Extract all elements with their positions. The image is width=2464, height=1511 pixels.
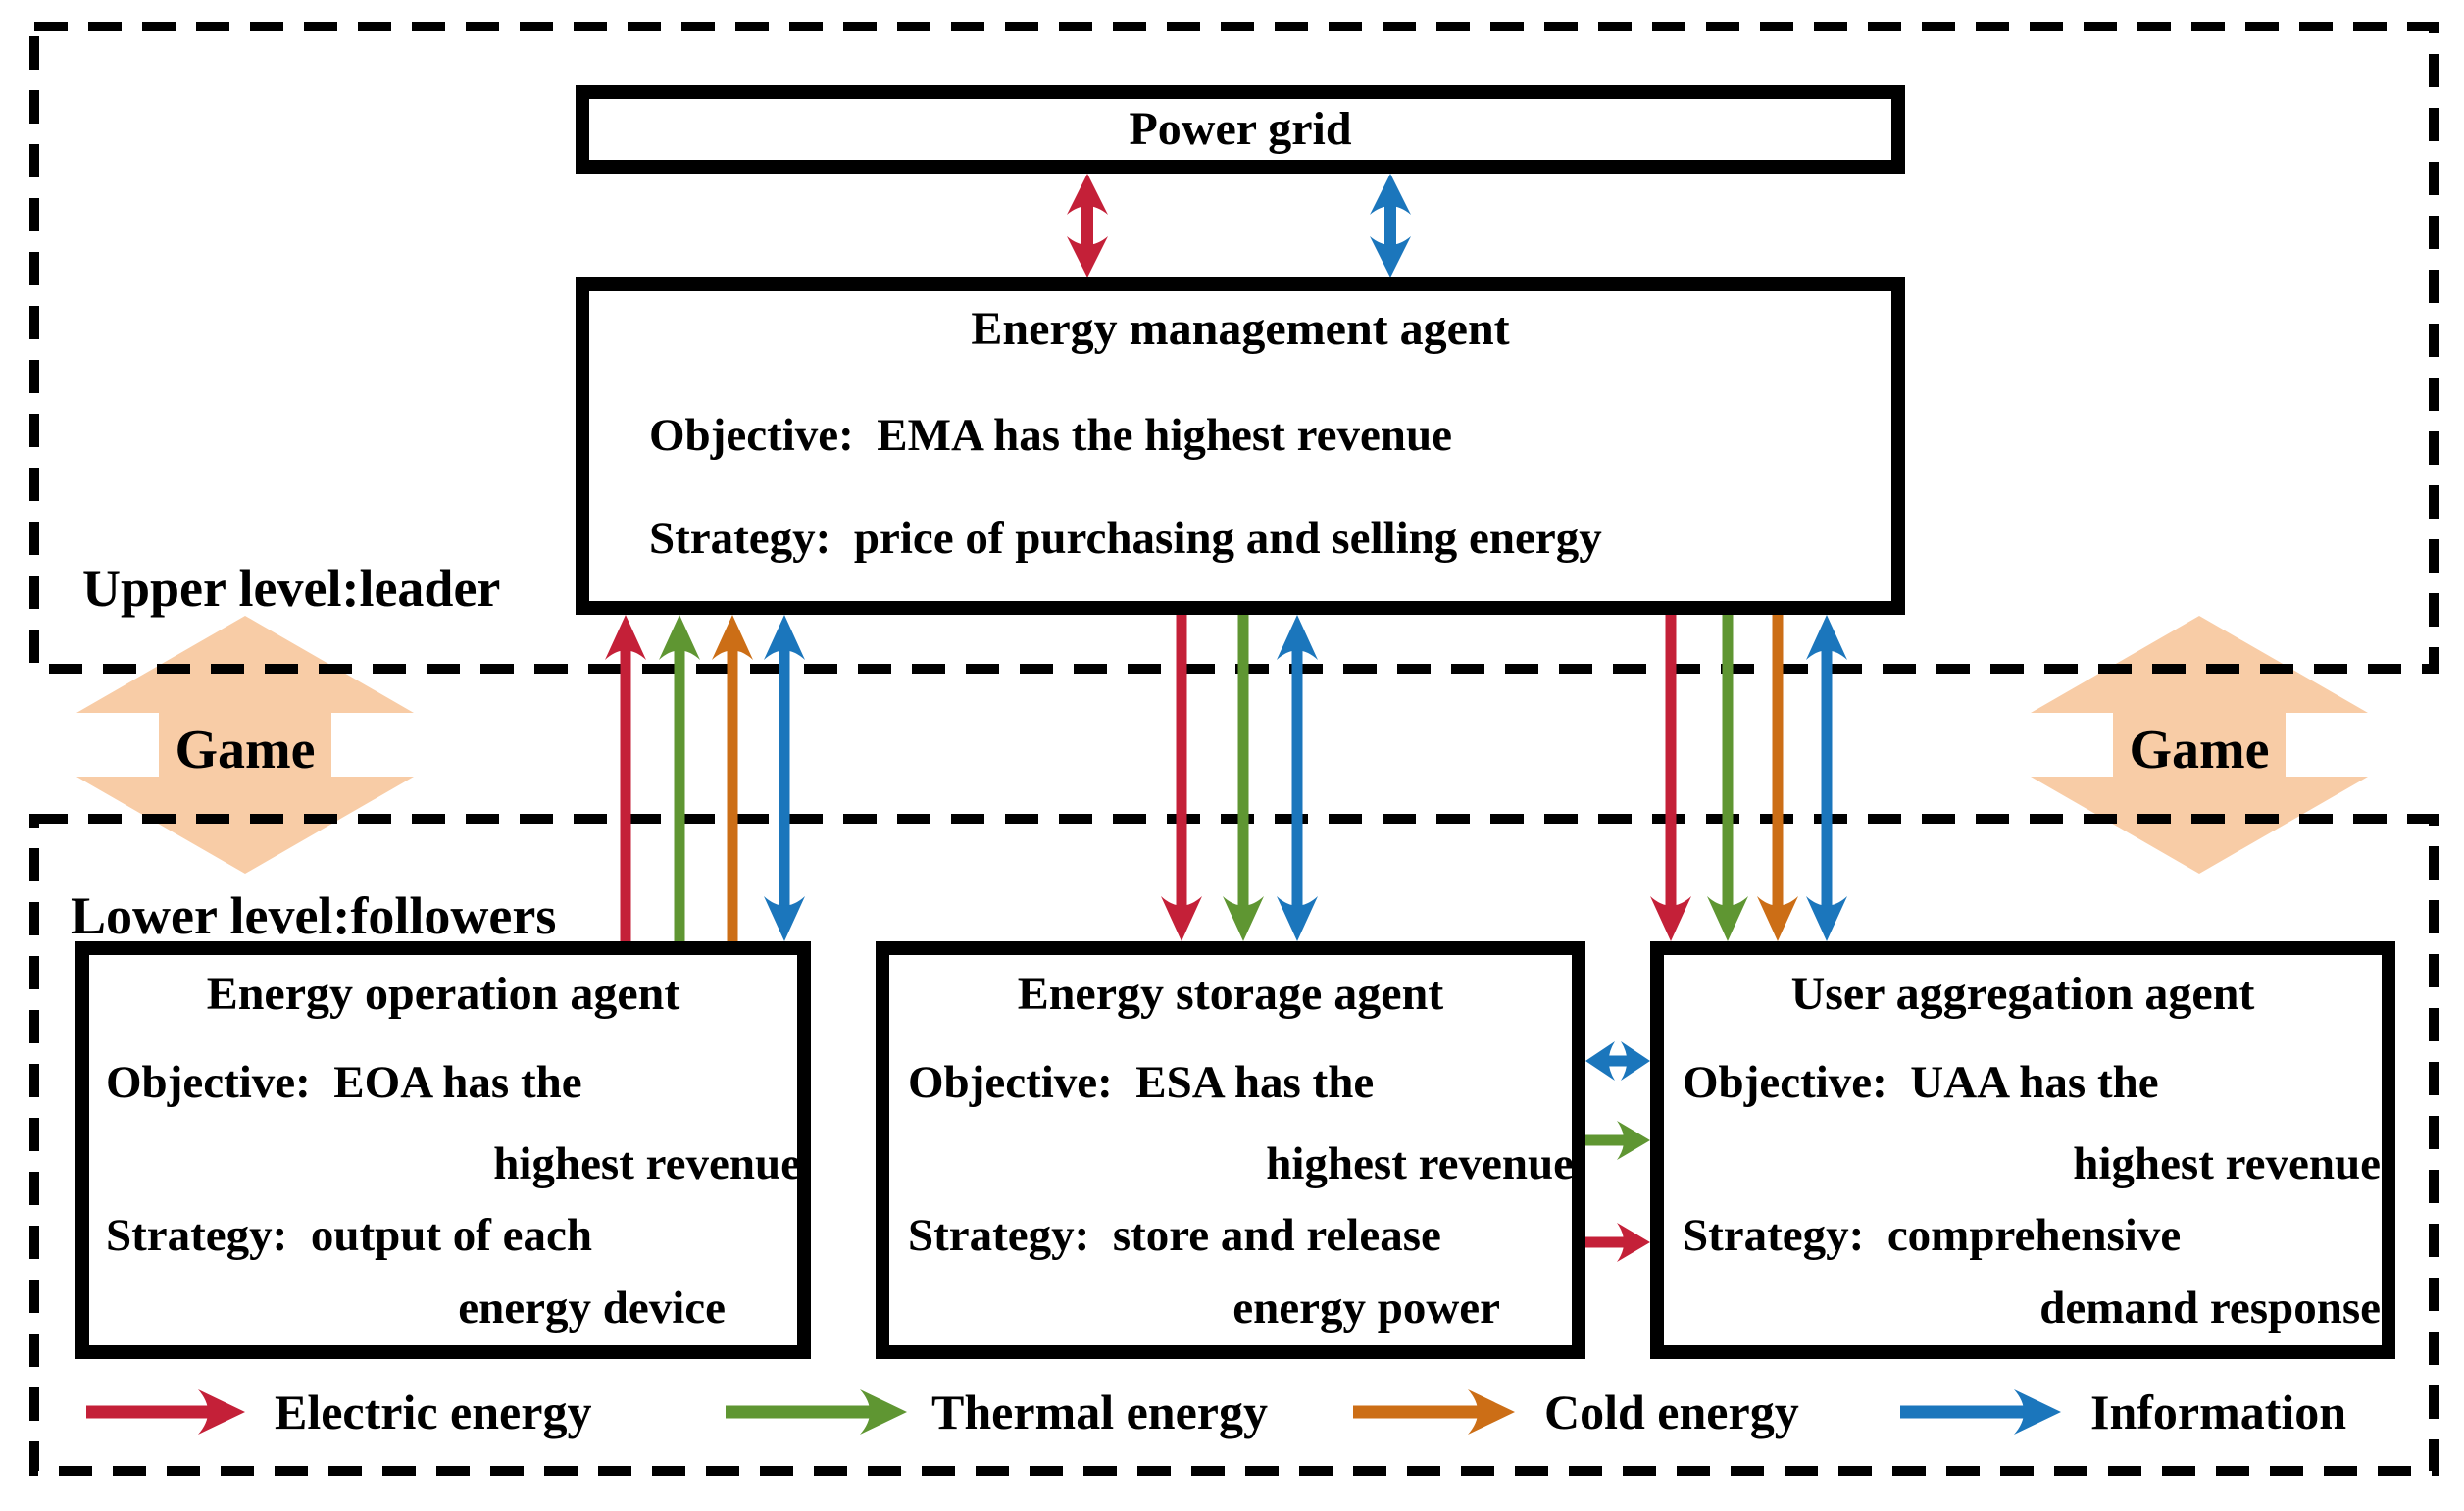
arrow-thermal-eoa-ema xyxy=(659,615,700,941)
legend-label-thermal: Thermal energy xyxy=(931,1385,1268,1439)
lower-level-dashed-border xyxy=(29,814,2439,1476)
legend-label-electric: Electric energy xyxy=(275,1385,592,1439)
game-double-arrow-left xyxy=(76,616,414,874)
arrow-information-esa-uaa xyxy=(1585,1041,1650,1081)
uaa-strategy-line1: Strategy: comprehensive xyxy=(1683,1210,2182,1261)
arrow-information-ema-uaa xyxy=(1806,615,1847,941)
legend-thermal-arrow xyxy=(726,1389,907,1435)
game-label-left: Game xyxy=(175,719,316,781)
uaa-box xyxy=(1650,941,2395,1359)
legend-label-information: Information xyxy=(2090,1385,2347,1439)
arrow-electric-ema-esa xyxy=(1161,615,1202,941)
arrow-electric-ema-uaa xyxy=(1650,615,1691,941)
uaa-objective-line2: highest revenue xyxy=(2073,1138,2381,1189)
arrow-electric-eoa-ema xyxy=(605,615,646,941)
uaa-title: User aggregation agent xyxy=(1790,967,2255,1020)
esa-objective-line2: highest revenue xyxy=(1266,1138,1574,1189)
eoa-title: Energy operation agent xyxy=(206,967,680,1020)
esa-strategy-line2: energy power xyxy=(1232,1283,1500,1334)
arrow-electric-powergrid-ema xyxy=(1067,174,1108,277)
upper-level-dashed-border xyxy=(29,22,2439,674)
esa-strategy-line1: Strategy: store and release xyxy=(908,1210,1441,1261)
arrow-information-powergrid-ema xyxy=(1370,174,1411,277)
arrow-information-eoa-ema xyxy=(764,615,805,941)
ema-strategy: Strategy: price of purchasing and sellin… xyxy=(649,513,1602,564)
eoa-box xyxy=(75,941,811,1359)
power-grid-box xyxy=(576,85,1905,174)
esa-title: Energy storage agent xyxy=(1017,967,1444,1020)
eoa-objective-line2: highest revenue xyxy=(493,1138,801,1189)
arrow-information-ema-esa xyxy=(1277,615,1318,941)
lower-level-label: Lower level:followers xyxy=(71,886,557,945)
power-grid-title: Power grid xyxy=(1129,102,1352,155)
uaa-strategy-line2: demand response xyxy=(2039,1283,2381,1334)
eoa-strategy-line1: Strategy: output of each xyxy=(106,1210,593,1261)
esa-box xyxy=(876,941,1585,1359)
legend-cold-arrow xyxy=(1353,1389,1515,1435)
arrow-electric-esa-uaa xyxy=(1585,1223,1650,1262)
esa-objective-line1: Objective: ESA has the xyxy=(908,1057,1375,1108)
arrow-thermal-ema-esa xyxy=(1223,615,1264,941)
legend-label-cold: Cold energy xyxy=(1544,1385,1799,1439)
arrow-thermal-ema-uaa xyxy=(1707,615,1748,941)
ema-title: Energy management agent xyxy=(971,302,1510,355)
game-double-arrow-right xyxy=(2031,616,2368,874)
ema-box xyxy=(576,277,1905,615)
eoa-objective-line1: Objective: EOA has the xyxy=(106,1057,582,1108)
arrow-thermal-esa-uaa xyxy=(1585,1121,1650,1160)
upper-level-label: Upper level:leader xyxy=(82,559,501,618)
arrow-cold-eoa-ema xyxy=(712,615,753,941)
eoa-strategy-line2: energy device xyxy=(458,1283,726,1334)
arrow-cold-ema-uaa xyxy=(1757,615,1798,941)
legend-electric-arrow xyxy=(86,1389,245,1435)
legend-information-arrow xyxy=(1900,1389,2061,1435)
game-label-right: Game xyxy=(2129,719,2270,781)
ema-objective: Objective: EMA has the highest revenue xyxy=(649,410,1452,461)
uaa-objective-line1: Objective: UAA has the xyxy=(1683,1057,2159,1108)
